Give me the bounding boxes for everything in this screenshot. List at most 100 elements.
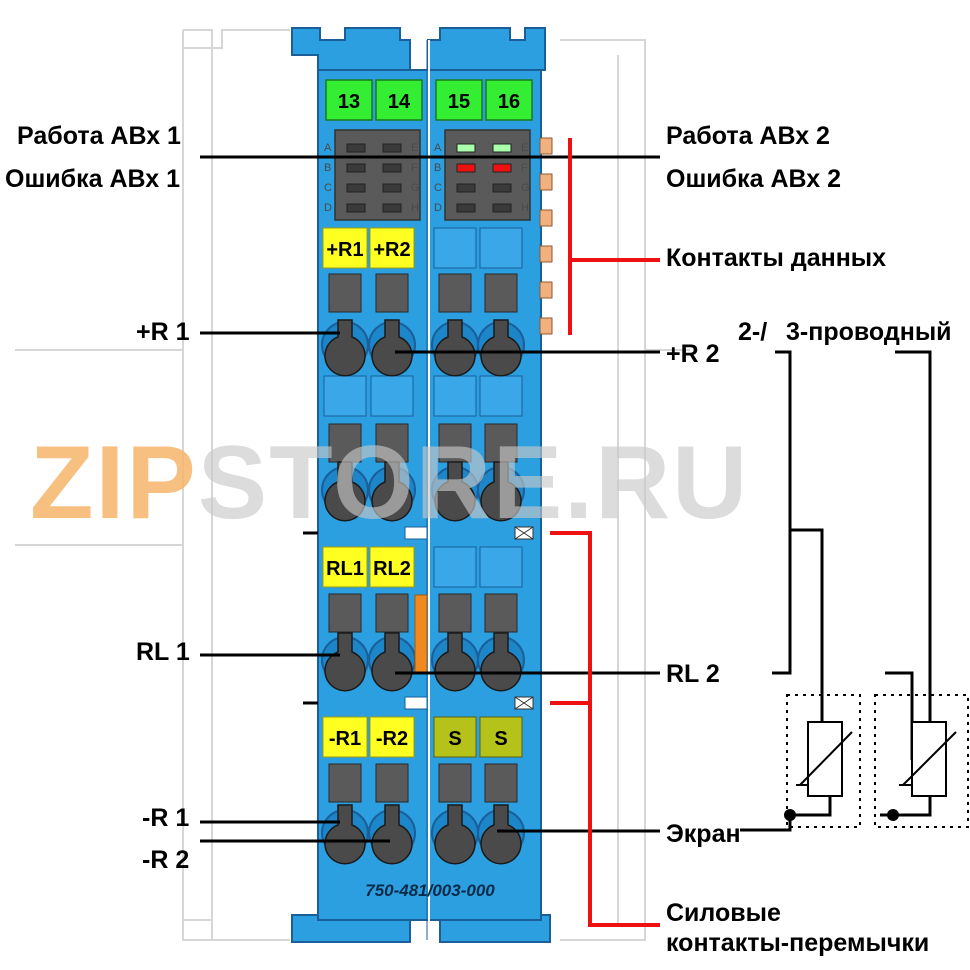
channel-tab-15-label: 15 xyxy=(448,91,470,113)
label-wire-2: 2-/ xyxy=(738,318,767,346)
label-error-2: Ошибка АВх 2 xyxy=(666,165,841,193)
channel-tab-16-label: 16 xyxy=(498,91,520,113)
release-button xyxy=(484,593,518,633)
label-power-2: контакты-перемычки xyxy=(666,929,929,957)
label-data-contacts: Контакты данных xyxy=(666,244,886,272)
clamp-hole xyxy=(434,632,476,692)
label-power-1: Силовые xyxy=(666,899,781,927)
marker-row-4: -R1 -R2 S S xyxy=(322,716,523,758)
channel-tab-16 xyxy=(485,79,533,121)
label-rl2: RL 2 xyxy=(666,660,720,688)
led-error-2b xyxy=(492,163,512,173)
clamp-hole xyxy=(371,804,413,865)
clamp-hole xyxy=(434,804,476,865)
led-work-2b xyxy=(492,143,512,153)
watermark: ZIPSTORE.RU xyxy=(30,425,749,541)
release-button xyxy=(484,273,518,313)
label-error-1: Ошибка АВх 1 xyxy=(5,165,180,193)
led-work-2 xyxy=(456,143,476,153)
release-button xyxy=(438,273,472,313)
led-letter-c2: C xyxy=(434,182,442,194)
label-shield: Экран xyxy=(666,820,741,848)
release-button xyxy=(484,763,518,803)
watermark-part-1: ZIP xyxy=(30,425,198,541)
top-latch-left xyxy=(291,27,411,71)
sensor-2wire xyxy=(784,694,861,828)
red-callouts xyxy=(550,138,660,927)
marker-s1: S xyxy=(448,728,461,750)
data-contacts xyxy=(539,137,553,335)
led-letter-e2: E xyxy=(521,142,528,154)
release-button xyxy=(484,423,518,463)
sensor-3wire xyxy=(874,694,969,828)
label-plus-r2: +R 2 xyxy=(666,340,720,368)
clamp-hole xyxy=(434,461,476,522)
marker-plus-r1: +R1 xyxy=(326,239,363,261)
label-work-1: Работа АВх 1 xyxy=(17,122,181,150)
clamp-hole xyxy=(324,804,366,865)
label-plus-r1: +R 1 xyxy=(136,318,190,346)
led-letter-a2: A xyxy=(434,142,442,154)
release-button xyxy=(328,763,362,803)
clamp-hole xyxy=(324,632,366,692)
bottom-latch-right xyxy=(439,914,551,943)
channel-tab-13-label: 13 xyxy=(338,91,360,113)
marker-row-3: RL1 RL2 xyxy=(322,546,523,588)
marker-minus-r1: -R1 xyxy=(329,728,361,750)
marker-rl2: RL2 xyxy=(373,558,411,580)
led-letter-b2: B xyxy=(434,162,441,174)
led-letter-h2: H xyxy=(521,202,529,214)
label-minus-r1: -R 1 xyxy=(142,804,189,832)
channel-tabs: 13 14 15 16 xyxy=(325,79,533,121)
din-rail-outline xyxy=(15,29,690,941)
release-button xyxy=(375,423,409,463)
top-latch-right xyxy=(427,27,546,71)
clamp-hole xyxy=(371,319,413,377)
release-button xyxy=(438,763,472,803)
led-letter-g: G xyxy=(411,182,420,194)
marker-row-1: +R1 +R2 xyxy=(322,227,523,269)
label-wire-3: 3-проводный xyxy=(786,318,952,346)
clamp-hole xyxy=(480,461,522,522)
release-button xyxy=(438,423,472,463)
led-letter-c: C xyxy=(324,182,332,194)
clamp-hole xyxy=(480,632,522,692)
clamp-hole xyxy=(324,461,366,522)
clamp-hole xyxy=(480,319,522,377)
callout-labels: Работа АВх 1 Ошибка АВх 1 Работа АВх 2 О… xyxy=(5,122,952,957)
label-work-2: Работа АВх 2 xyxy=(666,122,830,150)
clamp-hole xyxy=(324,319,366,377)
marker-blank xyxy=(370,375,414,417)
led-error-2 xyxy=(456,163,476,173)
led-letter-g2: G xyxy=(521,182,530,194)
led-letter-b: B xyxy=(324,162,331,174)
marker-blank xyxy=(433,375,477,417)
release-button xyxy=(375,273,409,313)
led-letter-e: E xyxy=(411,142,418,154)
marker-rl1: RL1 xyxy=(326,558,364,580)
release-button xyxy=(328,593,362,633)
watermark-text: ZIPSTORE.RU xyxy=(30,425,749,541)
clamp-hole xyxy=(371,461,413,522)
bottom-latch-left xyxy=(291,914,411,943)
led-letter-a: A xyxy=(324,142,332,154)
io-module: 13 14 15 16 xyxy=(291,27,553,943)
channel-tab-13 xyxy=(325,79,373,121)
clamp-hole xyxy=(371,632,413,692)
led-letter-h: H xyxy=(411,202,419,214)
release-button xyxy=(328,273,362,313)
label-minus-r2: -R 2 xyxy=(142,846,189,874)
jumper-strip xyxy=(414,594,428,674)
label-rl1: RL 1 xyxy=(136,638,190,666)
led-letter-d2: D xyxy=(434,202,442,214)
model-number: 750-481/003-000 xyxy=(365,881,495,900)
release-button xyxy=(328,423,362,463)
led-letter-d: D xyxy=(324,202,332,214)
watermark-part-2: STORE.RU xyxy=(198,425,750,541)
release-button xyxy=(438,593,472,633)
marker-minus-r2: -R2 xyxy=(376,728,408,750)
release-button xyxy=(375,763,409,803)
channel-tab-14-label: 14 xyxy=(388,91,411,113)
clamp-hole xyxy=(434,319,476,377)
